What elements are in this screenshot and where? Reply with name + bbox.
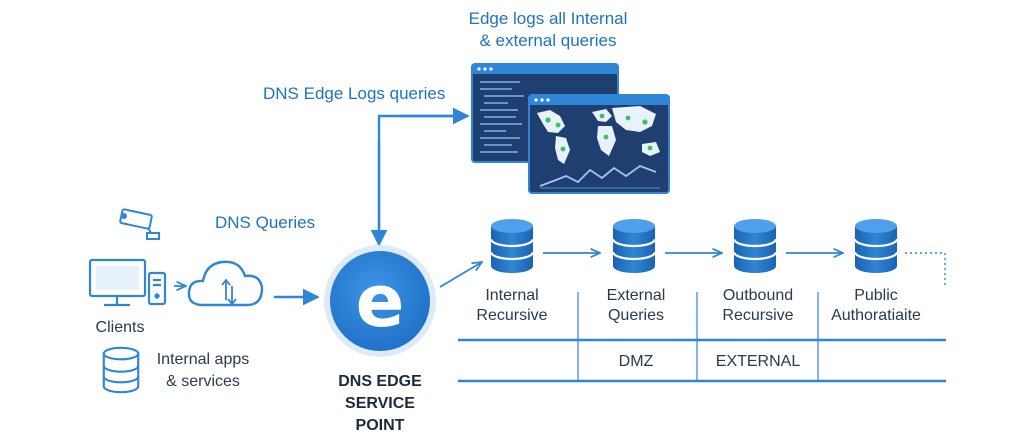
desktop-monitor-icon: [88, 258, 147, 307]
dns-queries-label: DNS Queries: [215, 213, 315, 232]
internal-apps-label-line1: Internal apps: [157, 351, 250, 368]
internal-apps-database-icon: [102, 346, 140, 394]
edge-logs-caption-line1: Edge logs all Internal: [469, 9, 628, 28]
public-authoritative-database-icon: [853, 217, 899, 275]
service-point-label-line2: SERVICE: [345, 395, 415, 412]
resolver-label-internal-line2: Recursive: [476, 307, 547, 324]
dotted-connector: [905, 252, 946, 286]
resolver-label-internal-line1: Internal: [485, 287, 538, 304]
resolver-label-outbound-line2: Recursive: [722, 307, 793, 324]
security-camera-icon: [119, 208, 160, 240]
zone-label-external: EXTERNAL: [716, 353, 801, 370]
world-map-window-icon: [528, 94, 670, 194]
resolver-label-public-line2: Authoratiaite: [831, 307, 921, 324]
cloud-sync-icon: [187, 260, 264, 307]
log-feed-line: [377, 114, 468, 240]
dns-edge-logs-label: DNS Edge Logs queries: [263, 84, 445, 103]
resolver-label-external-line1: External: [607, 287, 666, 304]
edge-logo-letter: e: [356, 259, 405, 343]
pc-tower-icon: [147, 271, 167, 306]
resolver-label-external-line2: Queries: [608, 307, 664, 324]
service-point-label-line3: POINT: [356, 417, 405, 434]
resolver-label-outbound-line1: Outbound: [723, 287, 793, 304]
external-queries-database-icon: [611, 217, 657, 275]
resolver-label-public-line1: Public: [854, 287, 898, 304]
clients-label: Clients: [96, 319, 145, 336]
outbound-recursive-database-icon: [732, 217, 778, 275]
edge-to-internal-recursive-arrow: [439, 262, 482, 288]
edge-logs-caption-line2: & external queries: [479, 31, 616, 50]
zone-label-dmz: DMZ: [619, 353, 654, 370]
internal-apps-label-line2: & services: [166, 373, 240, 390]
dns-edge-service-point-logo: e: [324, 245, 436, 357]
internal-recursive-database-icon: [489, 217, 535, 275]
service-point-label-line1: DNS EDGE: [338, 373, 422, 390]
zone-table: [458, 292, 946, 383]
